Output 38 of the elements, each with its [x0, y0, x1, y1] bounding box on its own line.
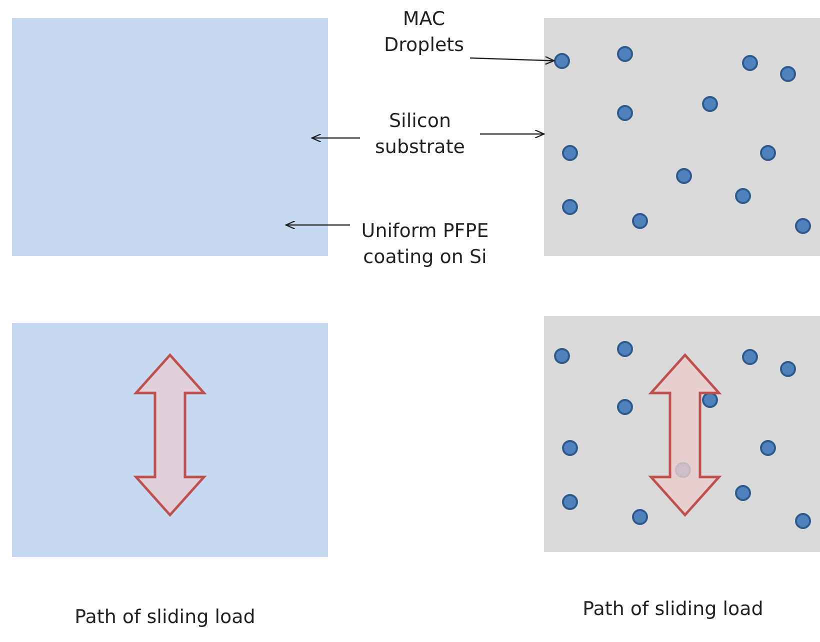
substrate-panel [12, 18, 328, 256]
caption-text: Path of sliding load [582, 597, 764, 622]
droplet [702, 392, 718, 408]
droplet [735, 485, 751, 501]
droplet [760, 440, 776, 456]
droplet [632, 213, 648, 229]
leader-line [480, 129, 545, 139]
droplet [562, 440, 578, 456]
droplet [562, 199, 578, 215]
droplet [780, 361, 796, 377]
droplet [562, 494, 578, 510]
annotation-text: MAC Droplets [378, 6, 470, 58]
droplet [562, 145, 578, 161]
droplet [795, 218, 811, 234]
droplet [780, 66, 796, 82]
droplet [742, 349, 758, 365]
leader-line [311, 133, 360, 143]
droplet [554, 53, 570, 69]
substrate-panel [544, 316, 820, 552]
droplet [795, 513, 811, 529]
droplet [676, 168, 692, 184]
annotation-text: Silicon substrate [360, 108, 480, 160]
droplet [617, 46, 633, 62]
droplet [617, 399, 633, 415]
substrate-panel [544, 18, 820, 256]
leader-line [285, 220, 350, 230]
annotation-text: Uniform PFPE coating on Si [350, 218, 500, 270]
droplet [617, 341, 633, 357]
leader-line [470, 56, 555, 66]
droplet [702, 96, 718, 112]
droplet [617, 105, 633, 121]
droplet [742, 55, 758, 71]
substrate-panel [12, 323, 328, 557]
droplet [760, 145, 776, 161]
droplet [554, 348, 570, 364]
caption-text: Path of sliding load [74, 605, 256, 630]
droplet [632, 509, 648, 525]
droplet [735, 188, 751, 204]
